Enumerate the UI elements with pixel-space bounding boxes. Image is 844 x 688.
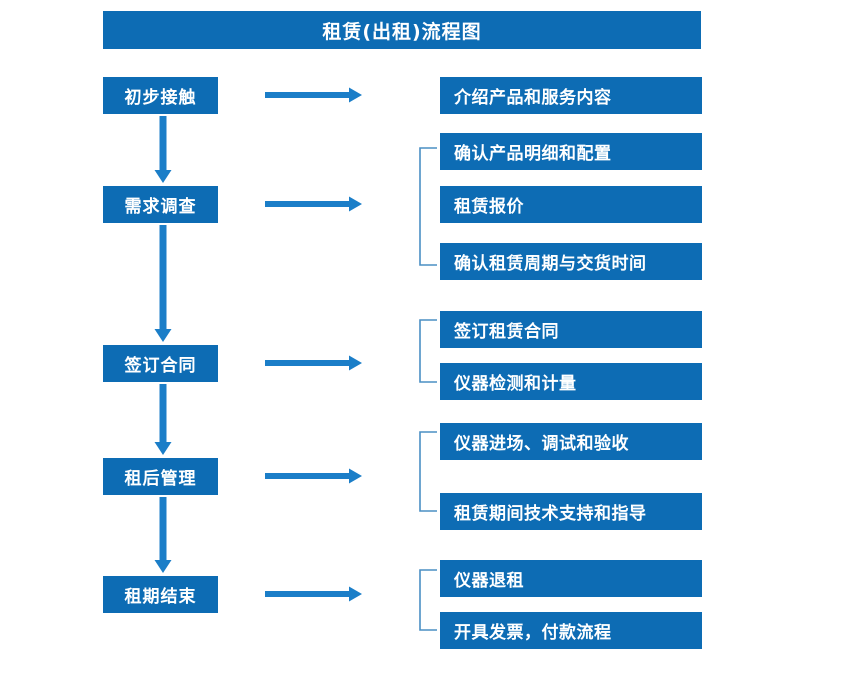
right-arrow-head-4: [349, 468, 362, 484]
down-arrow-head-3: [154, 442, 172, 455]
right-arrow-head-1: [349, 87, 362, 103]
down-arrow-shaft-2: [159, 225, 167, 329]
group-bracket-3: [419, 319, 437, 383]
down-arrow-shaft-4: [159, 497, 167, 560]
right-arrow-shaft-5: [265, 591, 349, 597]
stage-box-4: 租后管理: [103, 458, 218, 495]
down-arrow-shaft-1: [159, 116, 167, 170]
down-arrow-head-4: [154, 560, 172, 573]
group-bracket-2: [419, 147, 437, 266]
stage-box-5: 租期结束: [103, 576, 218, 613]
bracket-group: [419, 147, 437, 631]
detail-box-1-1: 介绍产品和服务内容: [440, 77, 702, 114]
right-arrow-head-5: [349, 586, 362, 602]
down-arrow-head-1: [154, 170, 172, 183]
detail-box-3-2: 仪器检测和计量: [440, 363, 702, 400]
right-arrow-shaft-2: [265, 201, 349, 207]
down-arrow-shaft-3: [159, 384, 167, 442]
right-arrow-shaft-4: [265, 473, 349, 479]
detail-box-5-1: 仪器退租: [440, 560, 702, 597]
stage-box-1: 初步接触: [103, 77, 218, 114]
stage-box-2: 需求调查: [103, 186, 218, 223]
page-title: 租赁(出租)流程图: [103, 11, 701, 49]
down-arrow-head-2: [154, 329, 172, 342]
detail-box-3-1: 签订租赁合同: [440, 311, 702, 348]
group-bracket-5: [419, 569, 437, 631]
right-arrow-shaft-3: [265, 360, 349, 366]
right-arrow-head-2: [349, 196, 362, 212]
right-arrow-shaft-1: [265, 92, 349, 98]
horizontal-arrow-group: [265, 87, 362, 602]
stage-box-3: 签订合同: [103, 345, 218, 382]
right-arrow-head-3: [349, 355, 362, 371]
detail-box-4-1: 仪器进场、调试和验收: [440, 423, 702, 460]
detail-box-2-2: 租赁报价: [440, 186, 702, 223]
detail-box-5-2: 开具发票，付款流程: [440, 612, 702, 649]
detail-box-2-1: 确认产品明细和配置: [440, 133, 702, 170]
detail-box-4-2: 租赁期间技术支持和指导: [440, 493, 702, 530]
group-bracket-4: [419, 431, 437, 512]
detail-box-2-3: 确认租赁周期与交货时间: [440, 243, 702, 280]
